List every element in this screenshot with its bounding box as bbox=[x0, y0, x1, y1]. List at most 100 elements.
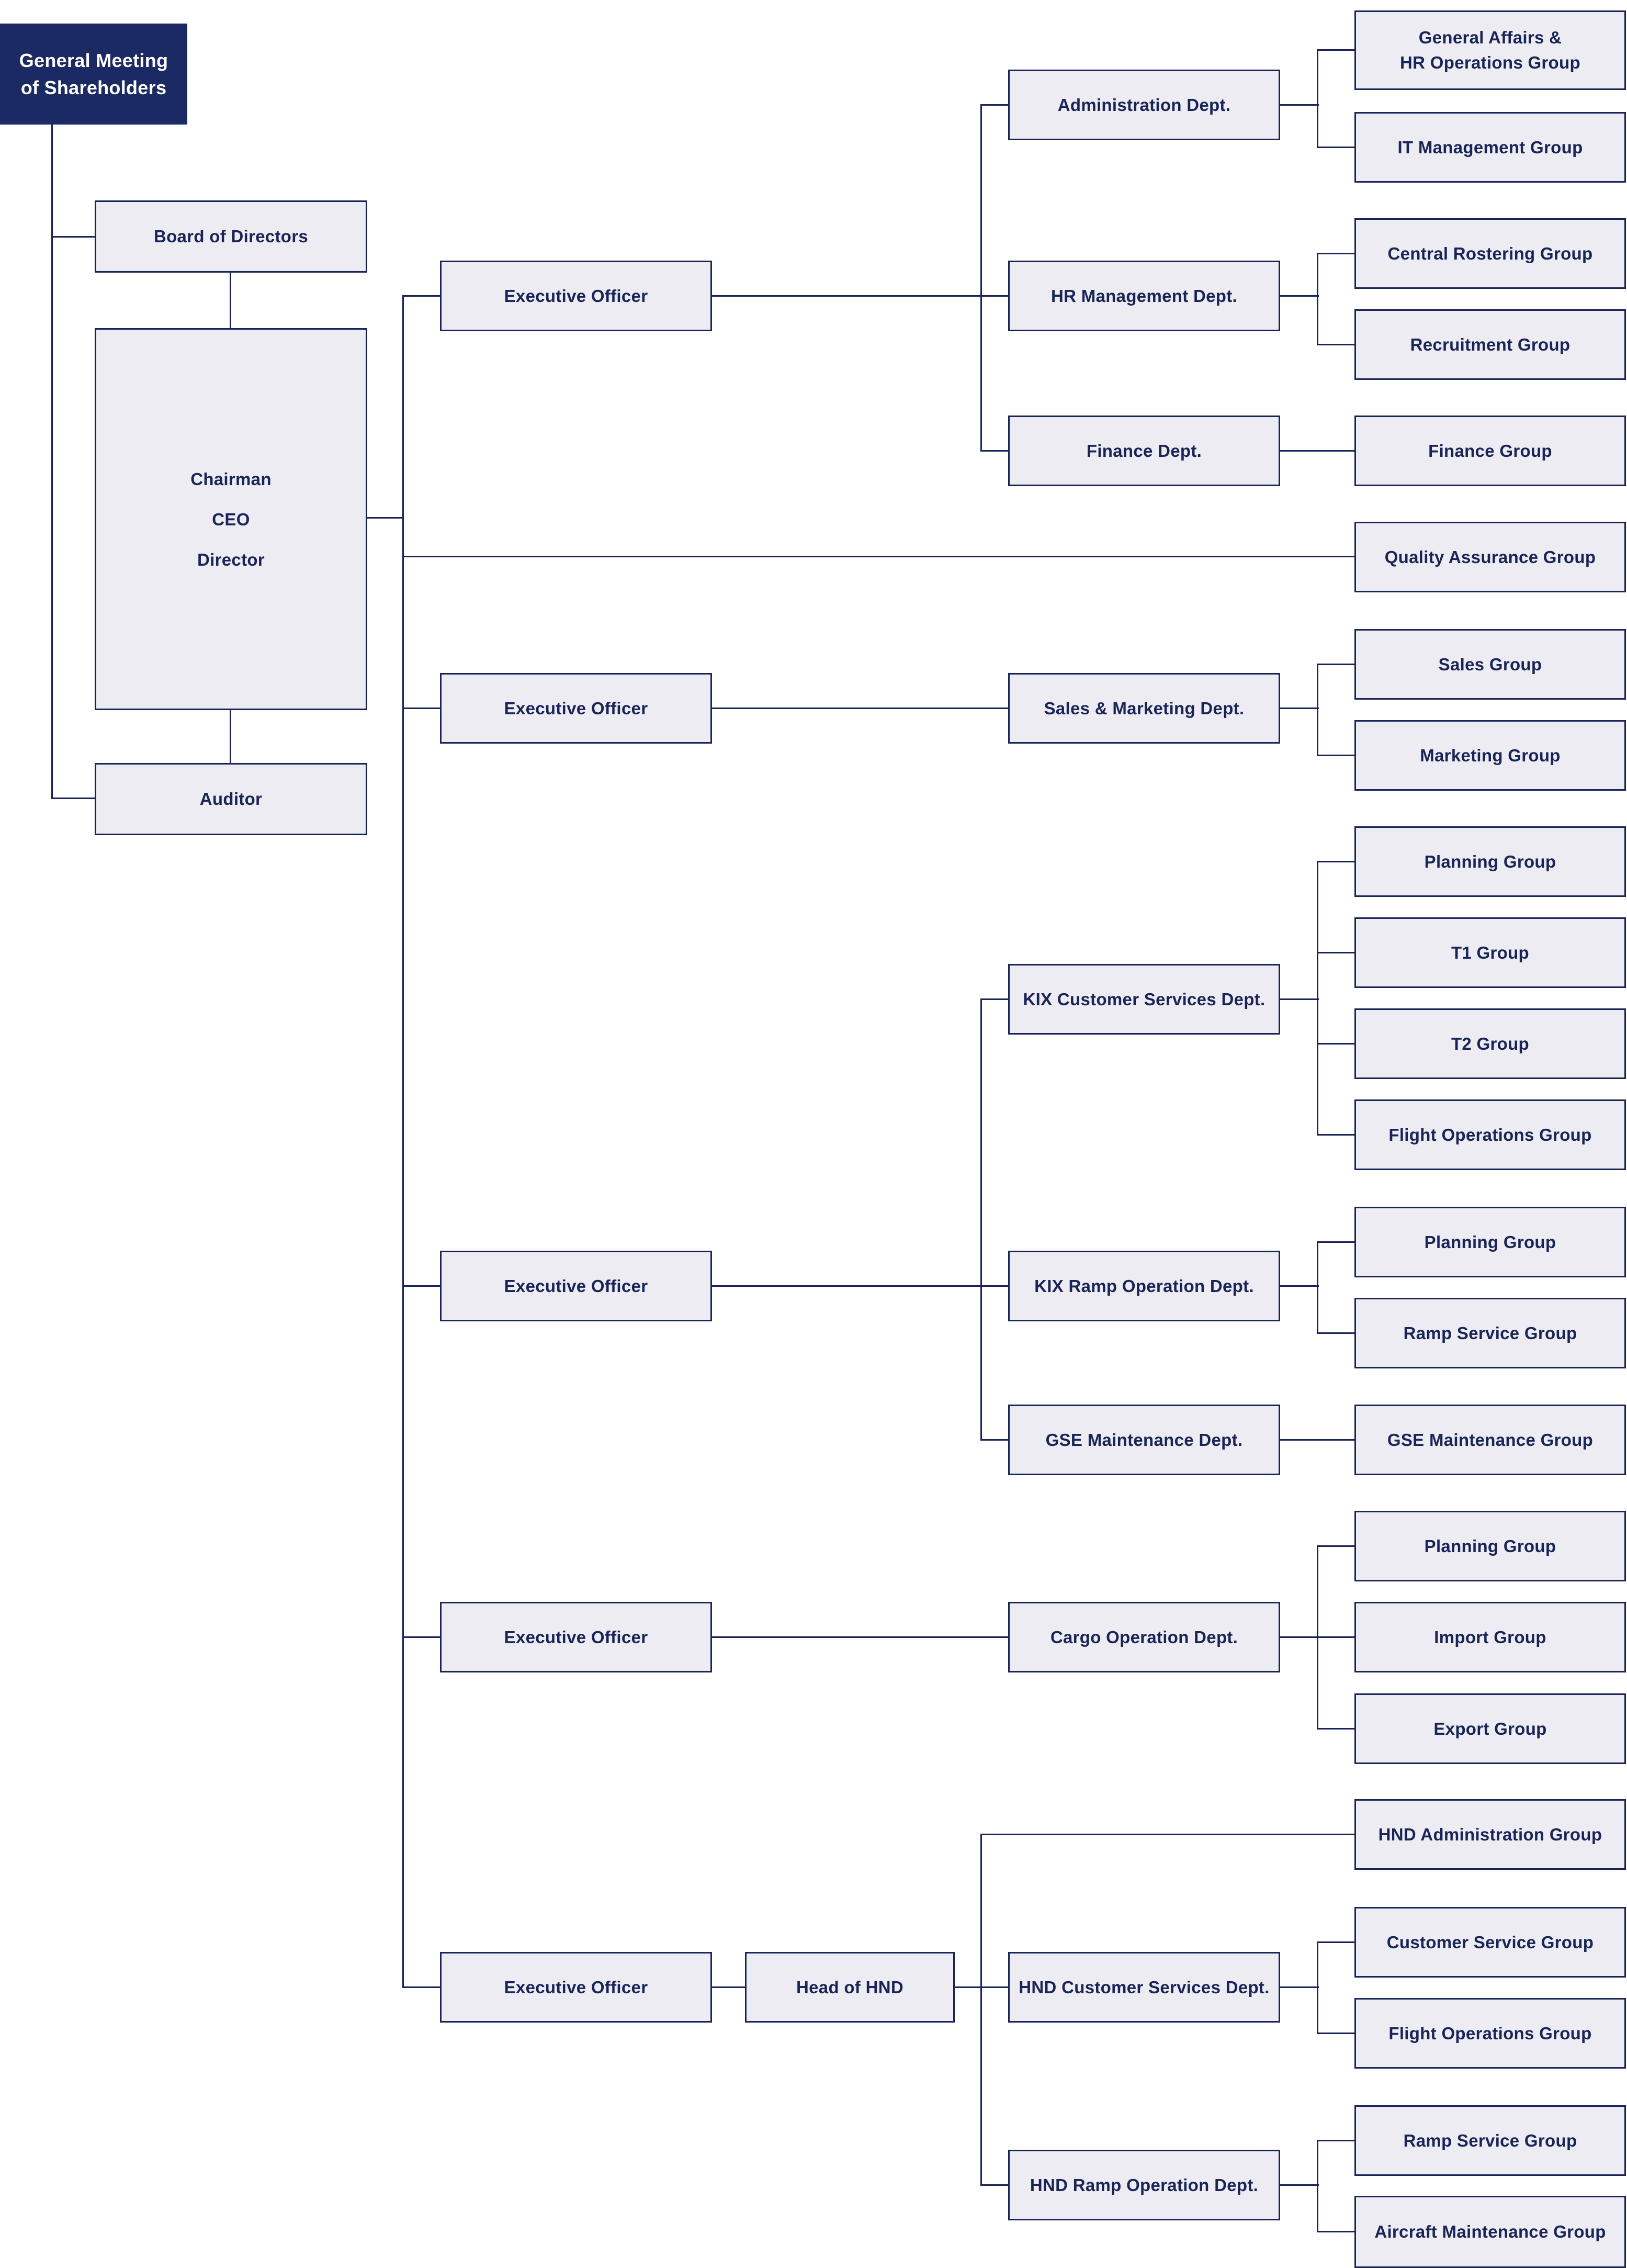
org-node-grp-aircraft: Aircraft Maintenance Group bbox=[1354, 2196, 1626, 2268]
connector-line bbox=[1317, 147, 1356, 148]
org-node-dept-kix-ramp: KIX Ramp Operation Dept. bbox=[1008, 1251, 1280, 1321]
connector-line bbox=[403, 295, 442, 297]
connector-line bbox=[402, 295, 404, 1988]
connector-line bbox=[981, 450, 1010, 452]
connector-line bbox=[712, 708, 1009, 709]
connector-line bbox=[712, 1285, 1009, 1287]
connector-line bbox=[230, 272, 231, 329]
connector-line bbox=[1317, 1941, 1318, 2034]
org-node-eo2: Executive Officer bbox=[440, 673, 712, 744]
connector-line bbox=[1317, 2140, 1318, 2232]
org-node-dept-kix-cs: KIX Customer Services Dept. bbox=[1008, 964, 1280, 1035]
connector-line bbox=[981, 104, 1010, 106]
org-node-grp-marketing: Marketing Group bbox=[1354, 720, 1626, 791]
org-node-eo5: Executive Officer bbox=[440, 1952, 712, 2023]
connector-line bbox=[1280, 1636, 1319, 1638]
org-node-grp-export: Export Group bbox=[1354, 1693, 1626, 1764]
connector-line bbox=[981, 1834, 1355, 1835]
org-node-grp-ga-hr: General Affairs & HR Operations Group bbox=[1354, 10, 1626, 90]
connector-line bbox=[52, 236, 96, 238]
connector-line bbox=[1280, 2184, 1319, 2186]
org-node-grp-cargo-planning: Planning Group bbox=[1354, 1511, 1626, 1581]
connector-line bbox=[1317, 664, 1318, 756]
org-node-grp-kixramp-rampservice: Ramp Service Group bbox=[1354, 1298, 1626, 1368]
org-node-dept-sales: Sales & Marketing Dept. bbox=[1008, 673, 1280, 744]
org-node-grp-qa: Quality Assurance Group bbox=[1354, 522, 1626, 592]
org-node-dept-hr: HR Management Dept. bbox=[1008, 261, 1280, 331]
connector-line bbox=[1317, 1941, 1356, 1943]
connector-line bbox=[1280, 295, 1319, 297]
org-node-eo4: Executive Officer bbox=[440, 1602, 712, 1672]
connector-line bbox=[1317, 861, 1318, 1136]
connector-line bbox=[403, 556, 1356, 557]
connector-line bbox=[1280, 450, 1356, 452]
connector-line bbox=[1317, 1043, 1356, 1045]
org-node-grp-gse: GSE Maintenance Group bbox=[1354, 1405, 1626, 1475]
connector-line bbox=[980, 104, 982, 452]
connector-line bbox=[1317, 755, 1356, 756]
connector-line bbox=[1317, 1241, 1356, 1243]
connector-line bbox=[1317, 1241, 1318, 1334]
org-node-grp-hnd-admin: HND Administration Group bbox=[1354, 1799, 1626, 1870]
connector-line bbox=[1317, 2231, 1356, 2232]
org-node-grp-t2: T2 Group bbox=[1354, 1008, 1626, 1079]
connector-line bbox=[1317, 253, 1356, 254]
connector-line bbox=[1317, 49, 1318, 148]
org-node-grp-hnd-cs: Customer Service Group bbox=[1354, 1907, 1626, 1978]
connector-line bbox=[1280, 104, 1319, 106]
connector-line bbox=[52, 798, 96, 799]
connector-line bbox=[955, 1986, 1009, 1988]
org-node-chairman: Chairman CEO Director bbox=[95, 328, 367, 710]
org-node-dept-admin: Administration Dept. bbox=[1008, 70, 1280, 140]
org-node-grp-import: Import Group bbox=[1354, 1602, 1626, 1672]
connector-line bbox=[1317, 253, 1318, 345]
connector-line bbox=[1317, 1728, 1356, 1730]
org-node-grp-kixramp-planning: Planning Group bbox=[1354, 1207, 1626, 1277]
connector-line bbox=[1280, 708, 1319, 709]
connector-line bbox=[1317, 49, 1356, 51]
org-node-grp-kixcs-planning: Planning Group bbox=[1354, 826, 1626, 897]
connector-line bbox=[403, 708, 442, 709]
org-node-dept-cargo: Cargo Operation Dept. bbox=[1008, 1602, 1280, 1672]
connector-line bbox=[1317, 664, 1356, 665]
connector-line bbox=[403, 1285, 442, 1287]
connector-line bbox=[981, 998, 1010, 1000]
connector-line bbox=[980, 998, 982, 1441]
org-node-grp-kixcs-flightops: Flight Operations Group bbox=[1354, 1099, 1626, 1170]
org-node-general-meeting: General Meeting of Shareholders bbox=[0, 24, 187, 125]
connector-line bbox=[1317, 1332, 1356, 1334]
org-node-grp-hnd-flightops: Flight Operations Group bbox=[1354, 1998, 1626, 2069]
org-node-head-hnd: Head of HND bbox=[745, 1952, 955, 2023]
connector-line bbox=[712, 1636, 1009, 1638]
org-node-eo1: Executive Officer bbox=[440, 261, 712, 331]
connector-line bbox=[712, 295, 1009, 297]
connector-line bbox=[1317, 861, 1356, 862]
org-node-board: Board of Directors bbox=[95, 200, 367, 273]
org-node-dept-hnd-cs: HND Customer Services Dept. bbox=[1008, 1952, 1280, 2023]
connector-line bbox=[1317, 2140, 1356, 2141]
connector-line bbox=[1317, 344, 1356, 345]
org-node-dept-finance: Finance Dept. bbox=[1008, 416, 1280, 486]
org-node-dept-gse: GSE Maintenance Dept. bbox=[1008, 1405, 1280, 1475]
connector-line bbox=[403, 1636, 442, 1638]
connector-line bbox=[981, 1439, 1010, 1441]
connector-line bbox=[1280, 1285, 1319, 1287]
connector-line bbox=[1317, 2033, 1356, 2034]
connector-line bbox=[1317, 1545, 1356, 1547]
org-node-eo3: Executive Officer bbox=[440, 1251, 712, 1321]
connector-line bbox=[230, 709, 231, 764]
org-node-dept-hnd-ramp: HND Ramp Operation Dept. bbox=[1008, 2150, 1280, 2220]
org-node-grp-hnd-rampservice: Ramp Service Group bbox=[1354, 2105, 1626, 2176]
connector-line bbox=[403, 1986, 442, 1988]
org-node-grp-t1: T1 Group bbox=[1354, 917, 1626, 988]
connector-line bbox=[1280, 1439, 1356, 1441]
org-node-grp-recruit: Recruitment Group bbox=[1354, 309, 1626, 380]
org-node-grp-it: IT Management Group bbox=[1354, 112, 1626, 183]
org-node-auditor: Auditor bbox=[95, 763, 367, 835]
connector-line bbox=[981, 2184, 1010, 2186]
connector-line bbox=[367, 517, 404, 519]
connector-line bbox=[1280, 998, 1319, 1000]
org-node-grp-finance: Finance Group bbox=[1354, 416, 1626, 486]
org-node-grp-rostering: Central Rostering Group bbox=[1354, 218, 1626, 289]
